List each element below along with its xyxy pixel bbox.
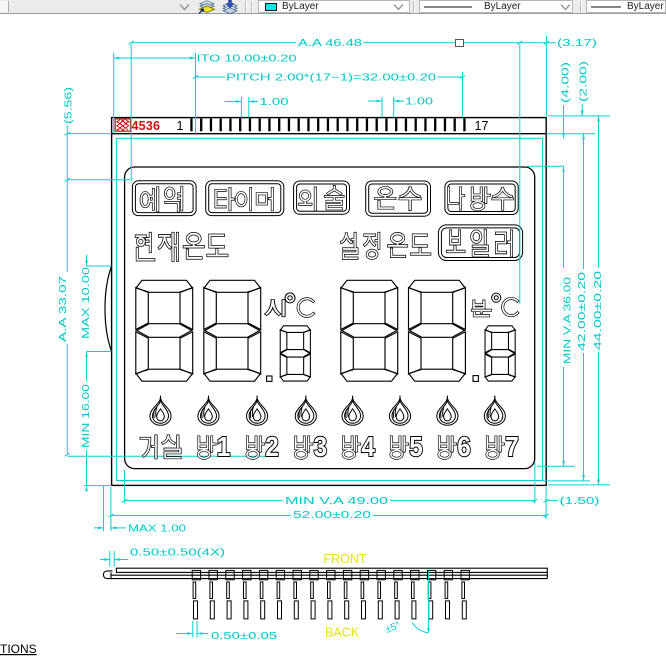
svg-text:PITCH 2.00*(17−1)=32.00±0.20: PITCH 2.00*(17−1)=32.00±0.20 <box>226 73 437 84</box>
svg-text:MAX 10.00: MAX 10.00 <box>81 266 92 339</box>
svg-text:(5.56): (5.56) <box>64 87 75 124</box>
svg-text:FRONT: FRONT <box>324 552 367 566</box>
svg-text:(2.00): (2.00) <box>579 61 590 102</box>
svg-text:52.00±0.20: 52.00±0.20 <box>293 510 372 521</box>
svg-text:1: 1 <box>177 119 184 133</box>
svg-text:A.A 46.48: A.A 46.48 <box>298 38 363 49</box>
svg-text:2: 2 <box>265 431 279 462</box>
svg-text:(1.50): (1.50) <box>560 496 600 507</box>
svg-text:4536: 4536 <box>132 119 161 133</box>
svg-text:5: 5 <box>409 431 423 462</box>
svg-text:(4.00): (4.00) <box>561 62 572 103</box>
svg-text:6: 6 <box>457 431 471 462</box>
svg-text:MAX 1.00: MAX 1.00 <box>128 523 187 534</box>
svg-text:42.00±0.20: 42.00±0.20 <box>577 271 588 351</box>
svg-text:MIN V.A 49.00: MIN V.A 49.00 <box>285 496 389 507</box>
svg-text:1.00: 1.00 <box>405 97 434 108</box>
svg-text:0.50±0.05: 0.50±0.05 <box>211 631 278 642</box>
svg-text:±5°: ±5° <box>384 620 402 636</box>
svg-text:MIN 16.00: MIN 16.00 <box>81 383 92 448</box>
svg-text:1.00: 1.00 <box>260 97 290 108</box>
svg-text:7: 7 <box>505 431 519 462</box>
svg-text:44.00±0.20: 44.00±0.20 <box>593 270 604 350</box>
svg-text:(3.17): (3.17) <box>557 38 597 49</box>
svg-text:TIONS: TIONS <box>0 642 37 656</box>
svg-text:ITO 10.00±0.20: ITO 10.00±0.20 <box>197 54 298 65</box>
svg-text:4: 4 <box>361 431 375 462</box>
svg-text:MIN V.A 36.00: MIN V.A 36.00 <box>563 276 574 364</box>
svg-text:BACK: BACK <box>325 626 360 640</box>
svg-text:A.A 33.07: A.A 33.07 <box>58 275 69 342</box>
svg-text:1: 1 <box>217 431 231 462</box>
svg-text:0.50±0.50(4X): 0.50±0.50(4X) <box>130 548 225 559</box>
svg-text:17: 17 <box>475 119 489 133</box>
svg-text:3: 3 <box>314 431 328 462</box>
